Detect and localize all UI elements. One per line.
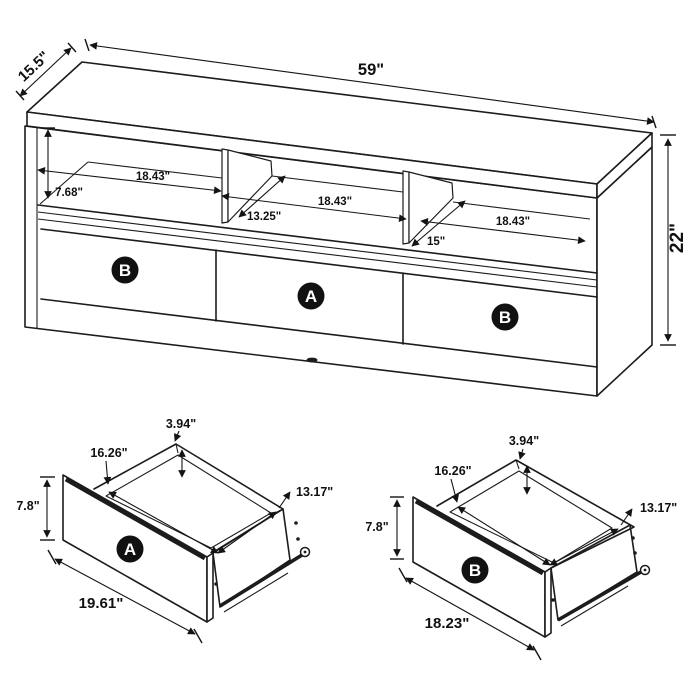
drawer-b-slide-rail [557, 570, 642, 622]
drawer-b-badge [461, 556, 489, 584]
console-top-right-edge [596, 132, 653, 199]
console-badge-b-left-letter: B [119, 261, 131, 280]
drawer-fronts-bottom-edge [40, 298, 598, 368]
drawer-a-interior-width-label: 16.26" [90, 446, 127, 460]
width-dim-line [89, 42, 655, 125]
width-dim-tick-left [84, 38, 90, 52]
console-badge-a [297, 282, 325, 310]
drawer-a-dims: 3.94" 16.26" 13.17" 7.8" 19.61" [16, 417, 333, 644]
drawer-a-front-panel-edge [206, 552, 214, 623]
drawer-a-screw-dot-1 [294, 521, 298, 525]
drawer-a-front-height-label: 7.8" [16, 499, 39, 513]
compartment-width-3-label: 18.43" [496, 216, 530, 228]
compartment-depth-right-label: 15" [427, 236, 445, 248]
drawer-a-interior-width-leader [103, 460, 112, 485]
drawer-a-front-width-tick-left [47, 549, 57, 565]
drawer-b-screw-dot-2 [633, 551, 637, 555]
drawer-b-interior-height-leader [518, 448, 526, 460]
console-badge-b-left [111, 256, 139, 284]
drawer-b-interior-height-label: 3.94" [509, 434, 539, 448]
drawer-a-badge-letter: A [124, 540, 136, 559]
drawer-a-slide-rail [219, 553, 303, 608]
divider-1-front-edge [221, 148, 229, 224]
drawer-b-back-right-corner [627, 526, 635, 531]
drawer-b-front-width-tick-right [532, 645, 542, 661]
compartment-depth-left-label: 13.25" [247, 211, 281, 223]
drawer-b-front-width-label: 18.23" [425, 615, 470, 632]
drawer-a-rail-end-dot [303, 550, 307, 554]
drawer-b-figure: 3.94" 16.26" 13.17" 7.8" 18.23" B [365, 434, 677, 661]
console-badge-a-letter: A [305, 287, 317, 306]
drawer-a-side-face [212, 508, 291, 608]
drawer-b-rail-lower-line [560, 585, 629, 627]
drawer-b-rail-end-dot [643, 568, 647, 572]
console-depth-label: 15.5" [15, 48, 53, 85]
drawer-b-front-width-line [405, 577, 535, 651]
drawer-a-interior-height-leader [173, 430, 182, 442]
shelf-bottom-edge [37, 211, 598, 281]
console-front-lines [37, 204, 598, 368]
drawer-b-dims: 3.94" 16.26" 13.17" 7.8" 18.23" [365, 434, 677, 661]
drawer-a-interior-width-line [108, 491, 219, 554]
depth-dim-tick-high [67, 42, 77, 53]
drawer-b-interior-depth-label: 13.17" [640, 501, 677, 515]
drawer-b-front-height-label: 7.8" [365, 520, 388, 534]
drawer-a-back-right-corner [276, 508, 284, 513]
drawer-fronts-top-edge [40, 228, 598, 298]
console-badge-b-right-letter: B [499, 308, 511, 327]
drawer-a-front-width-line [54, 558, 196, 635]
drawer-b-interior-depth-leader [620, 508, 633, 526]
drawer-a-interior-depth-leader [278, 491, 291, 509]
drawer-a-screw-dot-2 [296, 537, 300, 541]
drawer-b-front-width-tick-left [398, 567, 408, 583]
drawer-b-interior-width-line [457, 506, 551, 566]
drawer-a-interior-height-label: 3.94" [166, 417, 196, 431]
compartment-width-2-line [221, 193, 407, 222]
drawer-a-front-width-label: 19.61" [79, 595, 124, 612]
drawer-a-rail-lower-line [223, 572, 289, 613]
drawer-a-interior-depth-line [217, 511, 277, 554]
drawer-a-interior-depth-label: 13.17" [296, 485, 333, 499]
compartment-width-2-label: 18.43" [318, 196, 352, 208]
drawer-b-interior-depth-line [549, 528, 619, 566]
caster-foot [306, 357, 318, 363]
compartment-width-1-line [37, 166, 222, 195]
width-dim-tick-right [651, 115, 657, 129]
depth-dim-tick-low [15, 90, 25, 101]
drawer-a-screw-dot-3 [214, 582, 218, 586]
drawer-b-screw-dot-1 [631, 536, 635, 540]
drawer-b-front-panel-edge [544, 567, 552, 638]
drawer-b-interior-width-label: 16.26" [434, 464, 471, 478]
compartment-width-3-line [420, 218, 586, 244]
compartment-height-label: 7.68" [55, 187, 83, 199]
drawer-a-front-width-tick-right [193, 628, 203, 644]
compartment-width-1-label: 18.43" [136, 171, 170, 183]
drawer-b-badge-letter: B [469, 561, 481, 580]
floor-back-edge-3 [452, 201, 591, 220]
shelf-top-edge [37, 204, 598, 274]
drawer-a-figure: 3.94" 16.26" 13.17" 7.8" 19.61" A [16, 417, 333, 644]
drawer-b-back-left-corner [515, 459, 520, 470]
drawer-b-interior-width-leader [450, 478, 459, 503]
drawer-a-back-left-corner [175, 443, 179, 454]
console-badge-b-right [491, 303, 519, 331]
console-figure: 59" 15.5" 22" 18.43" 7.68" 13.25" 18.43"… [15, 38, 688, 397]
rail-under-shelf [37, 218, 598, 288]
depth-dim-line [19, 47, 72, 97]
floor-back-edge-2 [271, 175, 404, 193]
console-drawer-badges: B A B [111, 256, 519, 331]
drawer-a-badge [116, 535, 144, 563]
drawer-b-screw-dot-3 [551, 598, 555, 602]
console-width-label: 59" [358, 61, 384, 79]
console-compartment-dims: 18.43" 7.68" 13.25" 18.43" 15" 18.43" [37, 127, 586, 248]
console-height-label: 22" [667, 223, 688, 253]
divider-2-front-edge [402, 170, 410, 245]
